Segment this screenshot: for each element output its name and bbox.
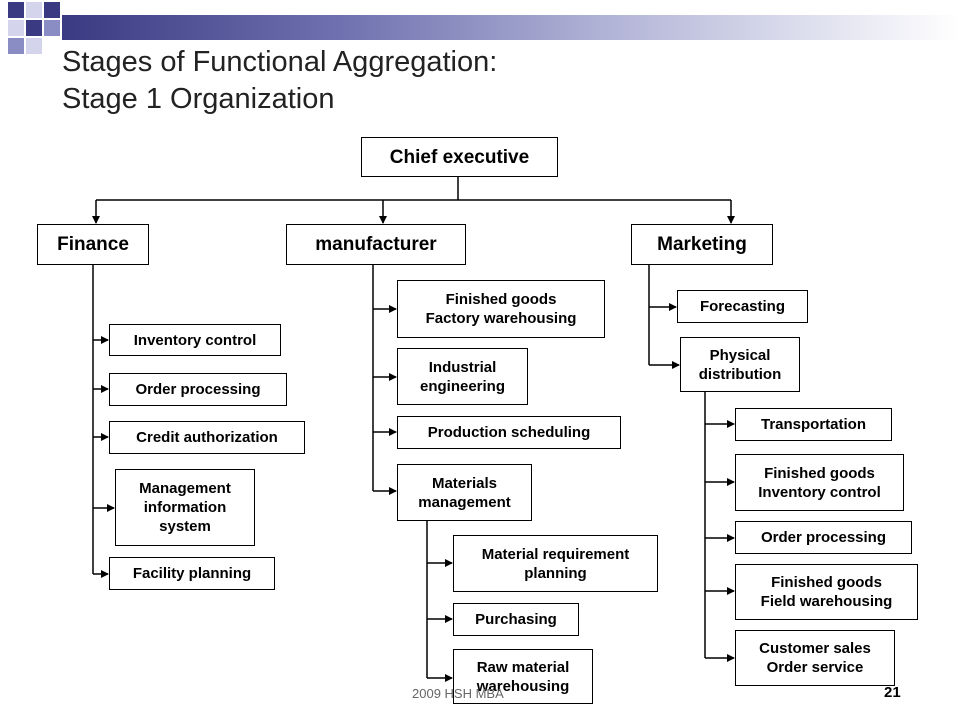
manufacturer-item-production-scheduling: Production scheduling: [397, 416, 621, 449]
distribution-item-customer-sales-order-service: Customer sales Order service: [735, 630, 895, 686]
manufacturer-label: manufacturer: [315, 234, 437, 255]
distribution-item-finished-goods-inventory-control: Finished goods Inventory control: [735, 454, 904, 511]
materials-item-material-requirement-planning: Material requirement planning: [453, 535, 658, 592]
page-number: 21: [884, 684, 901, 701]
distribution-item-label: Finished goods Inventory control: [758, 464, 881, 501]
manufacturer-item-materials-management: Materials management: [397, 464, 532, 521]
chief-executive-label: Chief executive: [389, 146, 530, 168]
decor-square: [26, 20, 42, 36]
marketing-item-label: Forecasting: [699, 298, 786, 315]
decor-square: [44, 20, 60, 36]
distribution-item-label: Transportation: [760, 416, 866, 433]
distribution-item-transportation: Transportation: [735, 408, 892, 441]
distribution-item-order-processing: Order processing: [735, 521, 912, 554]
distribution-item-label: Finished goods Field warehousing: [760, 574, 893, 610]
decor-square: [26, 38, 42, 54]
header-band: [62, 15, 960, 40]
distribution-item-finished-goods-field-warehousing: Finished goods Field warehousing: [735, 564, 918, 620]
decor-square: [26, 2, 42, 18]
finance-item-label: Management information system: [139, 480, 231, 535]
finance-item-label: Order processing: [135, 381, 261, 398]
finance-item-label: Facility planning: [132, 565, 252, 582]
marketing-item-forecasting: Forecasting: [677, 290, 808, 323]
slide-title: Stages of Functional Aggregation: Stage …: [62, 44, 497, 118]
finance-item-facility-planning: Facility planning: [109, 557, 275, 590]
finance-item-management-information-system: Management information system: [115, 469, 255, 546]
manufacturer-item-label: Finished goods Factory warehousing: [425, 291, 577, 327]
finance-item-credit-authorization: Credit authorization: [109, 421, 305, 454]
title-line-1: Stages of Functional Aggregation:: [62, 46, 498, 78]
manufacturer-item-label: Materials management: [418, 474, 511, 511]
materials-item-label: Raw material warehousing: [476, 658, 570, 695]
finance-label: Finance: [57, 234, 129, 255]
manufacturer-item-label: Industrial engineering: [419, 358, 505, 395]
decor-square: [8, 2, 24, 18]
distribution-item-label: Customer sales Order service: [759, 640, 871, 676]
manufacturer-item-finished-goods-factory-warehousing: Finished goods Factory warehousing: [397, 280, 605, 338]
finance-item-inventory-control: Inventory control: [109, 324, 281, 356]
finance-item-label: Inventory control: [133, 331, 257, 349]
finance-item-order-processing: Order processing: [109, 373, 287, 406]
distribution-item-label: Order processing: [760, 529, 887, 546]
decor-square: [8, 38, 24, 54]
decor-square: [44, 2, 60, 18]
marketing-label: Marketing: [657, 234, 747, 255]
marketing-item-label: Physical distribution: [698, 346, 782, 383]
decor-square: [8, 20, 24, 36]
marketing-item-physical-distribution: Physical distribution: [680, 337, 800, 392]
title-line-2: Stage 1 Organization: [62, 83, 335, 115]
chief-executive-box: Chief executive: [361, 137, 558, 177]
manufacturer-box: manufacturer: [286, 224, 466, 265]
materials-item-label: Material requirement planning: [481, 545, 630, 582]
materials-item-label: Purchasing: [475, 611, 557, 628]
materials-item-purchasing: Purchasing: [453, 603, 579, 636]
finance-box: Finance: [37, 224, 149, 265]
manufacturer-item-label: Production scheduling: [427, 424, 591, 441]
footer-text: 2009 HSH MBA: [412, 686, 504, 701]
materials-item-raw-material-warehousing: Raw material warehousing: [453, 649, 593, 704]
finance-item-label: Credit authorization: [136, 429, 278, 446]
manufacturer-item-industrial-engineering: Industrial engineering: [397, 348, 528, 405]
marketing-box: Marketing: [631, 224, 773, 265]
